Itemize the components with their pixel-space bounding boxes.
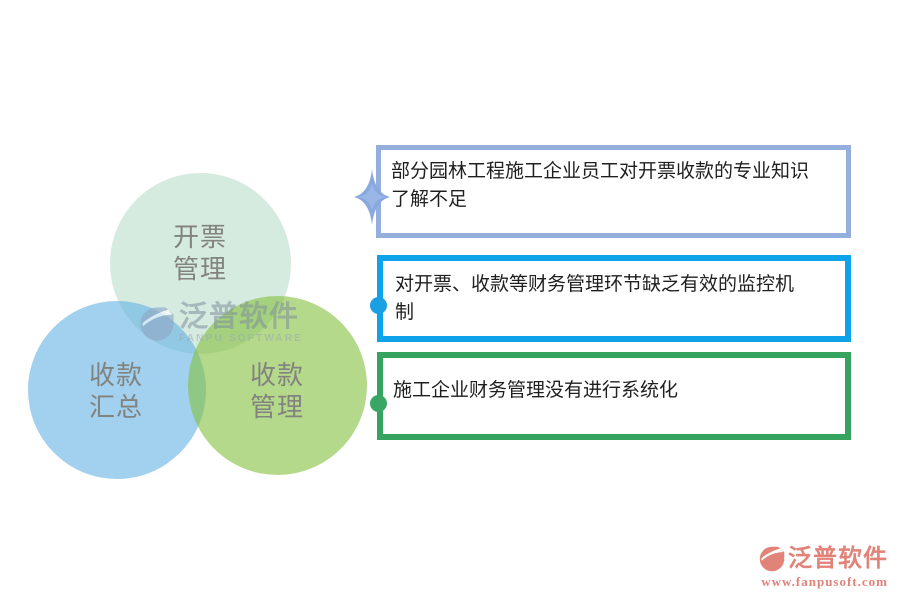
venn-circle-collection-management [188,296,367,475]
circle-label-line: 管理 [172,254,227,284]
circle-label-line: 收款 [249,360,304,390]
dot-icon-green [370,395,387,412]
brand-url: www.fanpusoft.com [761,574,888,589]
circle-label-line: 开票 [172,222,227,252]
fanpu-logo-icon [140,307,174,341]
issue-box-monitoring-gap: 对开票、收款等财务管理环节缺乏有效的监控机 制 [377,255,851,342]
issue-text-line: 制 [395,301,415,323]
circle-label-line: 汇总 [88,392,143,422]
issue-box-knowledge-gap: 部分园林工程施工企业员工对开票收款的专业知识 了解不足 [376,145,851,238]
issue-text-line: 施工企业财务管理没有进行系统化 [393,380,679,401]
star-icon [354,169,390,225]
issue-text-line: 了解不足 [391,188,468,210]
brand-row: 泛普软件 [758,545,888,573]
center-watermark: 泛普软件 FANPU SOFTWARE [138,301,303,345]
circle-label-line: 管理 [249,392,304,422]
circle-label-invoice-management: 开票管理 [140,221,260,285]
watermark-text: 泛普软件 FANPU SOFTWARE [179,301,303,344]
circle-label-collection-summary: 收款汇总 [56,359,176,423]
circle-label-line: 收款 [88,360,143,390]
brand-name: 泛普软件 [788,545,888,572]
venn-circle-collection-summary [28,301,206,479]
issue-text-line: 对开票、收款等财务管理环节缺乏有效的监控机 [395,273,795,295]
circle-label-collection-management: 收款管理 [217,359,337,423]
dot-icon-blue [370,297,387,314]
issue-box-no-systemization: 施工企业财务管理没有进行系统化 [377,352,851,440]
fanpu-logo-icon [759,546,785,572]
watermark-name: 泛普软件 [179,301,300,333]
brand-footer: 泛普软件 www.fanpusoft.com [758,545,888,590]
issue-text-line: 部分园林工程施工企业员工对开票收款的专业知识 [391,160,810,182]
watermark-subtitle: FANPU SOFTWARE [179,333,304,344]
